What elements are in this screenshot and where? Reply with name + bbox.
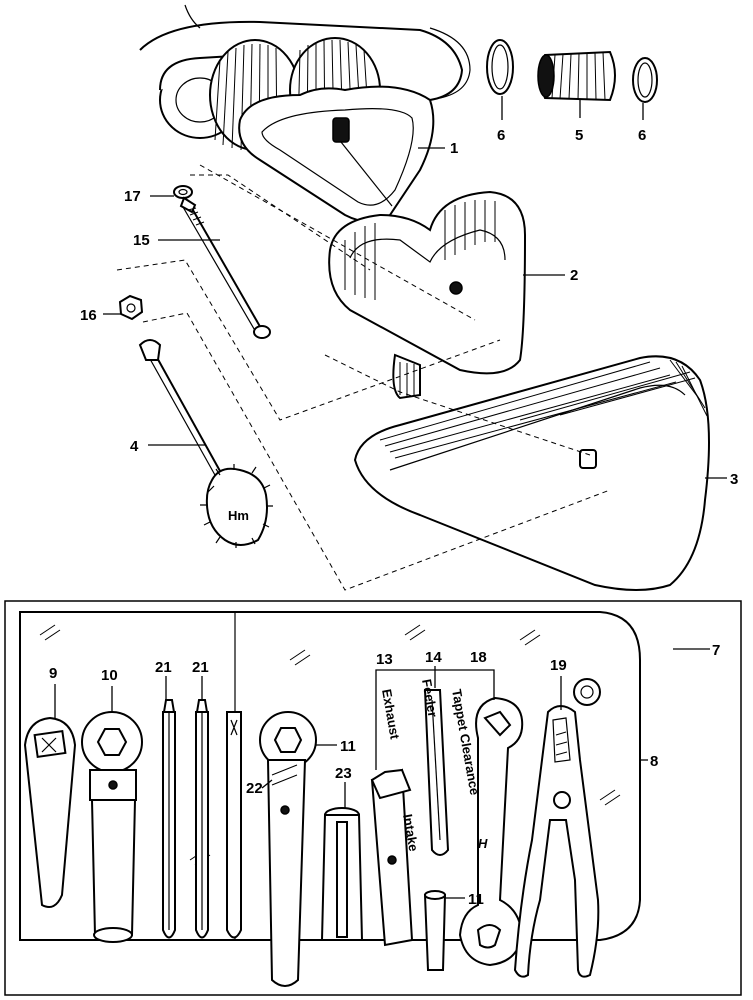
callout-2: 2 [570,267,578,284]
connecting-tube [537,50,616,102]
hex-socket-tube [370,768,414,947]
open-end-spanner [458,696,524,967]
plug-wrench-tube [320,807,364,941]
feeler-gauge [423,689,450,856]
callout-8: 8 [650,753,658,770]
washer [173,185,193,199]
callout-14: 14 [425,649,442,666]
callout-23: 23 [335,765,352,782]
screwdriver-b [195,699,209,939]
wing-bolt-mark: Hm [228,508,249,523]
callout-4: 4 [130,438,139,455]
leader-lines [54,96,727,899]
air-cleaner-cover [328,190,527,400]
callout-7: 7 [712,642,720,659]
intake-text: Intake [400,813,421,853]
callout-15: 15 [133,232,150,249]
box-wrench-tool [23,716,77,908]
callout-11-lower: 11 [468,891,484,908]
callout-6-right: 6 [638,127,646,144]
air-cleaner-element [209,37,435,223]
callout-22: 22 [246,780,263,797]
callout-9: 9 [49,665,57,682]
nut [118,294,144,321]
assembly-dashed-lines [116,164,611,591]
long-bolt [179,196,271,339]
tool-kit-frame [4,600,742,996]
screwdriver-a [162,699,176,939]
screwdriver-flat [226,711,242,939]
callout-11-upper: 11 [340,738,356,755]
callout-5: 5 [575,127,583,144]
socket-bar [423,890,447,971]
callout-18: 18 [470,649,487,666]
seal-ring-right [632,57,658,103]
ring-spanner-long [259,711,317,987]
callout-16: 16 [80,307,97,324]
wing-bolt: Hm [138,339,273,548]
ring-spanner-tool [81,711,143,943]
callout-13: 13 [376,651,393,668]
bag-mark: H [478,836,488,851]
callout-21-left: 21 [155,659,172,676]
side-cover [353,355,710,591]
callout-6-left: 6 [497,127,505,144]
seal-ring-left [486,39,514,95]
callout-19: 19 [550,657,567,674]
callout-1: 1 [450,140,458,157]
callout-labels: 1 2 3 4 5 6 6 7 8 9 10 11 11 13 14 15 16… [49,127,738,908]
callout-17: 17 [124,188,141,205]
callout-3: 3 [730,471,738,488]
callout-21-right: 21 [192,659,209,676]
callout-10: 10 [101,667,118,684]
pliers [513,705,600,978]
